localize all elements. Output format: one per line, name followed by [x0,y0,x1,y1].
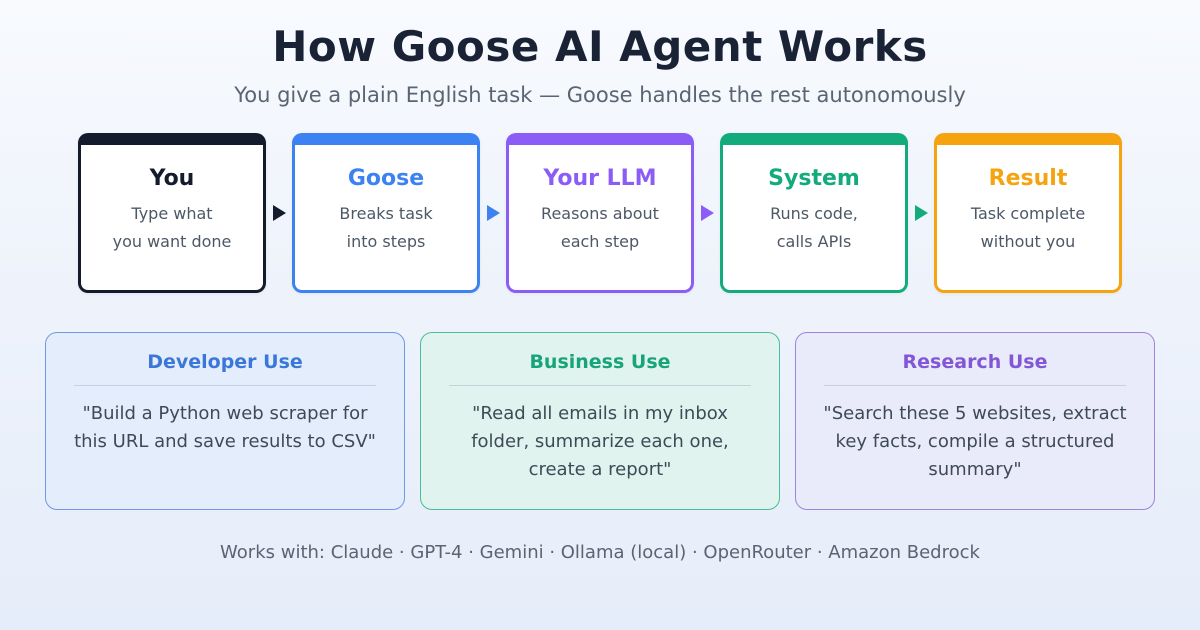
flow-step-title: System [768,166,860,191]
flow-step-desc-line: calls APIs [776,232,852,251]
flow-step-desc-line: Breaks task [339,204,433,223]
flow-step-desc-line: Runs code, [770,204,858,223]
flow-step-description: Breaks task into steps [295,200,477,256]
use-case-cards: Developer Use "Build a Python web scrape… [0,332,1200,510]
supported-models-footer: Works with: Claude · GPT-4 · Gemini · Ol… [220,542,980,563]
arrow-right-icon [486,205,500,221]
flow-step-title: Your LLM [543,166,657,191]
flow-step-you: You Type what you want done [78,133,266,293]
flow-step-desc-line: Reasons about [541,204,659,223]
arrow-right-icon [272,205,286,221]
flow-step-description: Runs code, calls APIs [723,200,905,256]
flow-step-desc-line: each step [560,232,640,251]
use-case-quote: "Build a Python web scraper for this URL… [74,403,376,452]
flow-step-desc-line: you want done [112,232,232,251]
arrow-right-icon [700,205,714,221]
flow-step-result: Result Task complete without you [934,133,1122,293]
flow-step-title: Goose [347,166,425,191]
flow-step-description: Reasons about each step [509,200,691,256]
use-case-card-research: Research Use "Search these 5 websites, e… [795,332,1155,510]
flow-step-title: Result [988,166,1068,191]
arrow-right-icon [914,205,928,221]
page-subtitle: You give a plain English task — Goose ha… [234,83,966,107]
flow-step-description: Task complete without you [937,200,1119,256]
use-case-title: Business Use [529,351,671,373]
flow-step-title: You [149,166,195,191]
flow-step-desc-line: Type what [131,204,213,223]
flow-step-system: System Runs code, calls APIs [720,133,908,293]
flow-step-goose: Goose Breaks task into steps [292,133,480,293]
divider [449,385,751,386]
flow-step-desc-line: Task complete [970,204,1086,223]
use-case-card-business: Business Use "Read all emails in my inbo… [420,332,780,510]
header: How Goose AI Agent Works You give a plai… [0,0,1200,107]
flow-diagram: You Type what you want done Goose Breaks… [0,133,1200,293]
use-case-card-developer: Developer Use "Build a Python web scrape… [45,332,405,510]
use-case-quote: "Search these 5 websites, extract key fa… [823,403,1127,480]
use-case-quote: "Read all emails in my inbox folder, sum… [471,403,729,480]
use-case-title: Research Use [902,351,1048,373]
flow-step-desc-line: into steps [346,232,426,251]
flow-step-desc-line: without you [980,232,1076,251]
flow-step-description: Type what you want done [81,200,263,256]
divider [824,385,1126,386]
divider [74,385,376,386]
use-case-title: Developer Use [147,351,303,373]
flow-step-your-llm: Your LLM Reasons about each step [506,133,694,293]
page-title: How Goose AI Agent Works [272,22,928,71]
